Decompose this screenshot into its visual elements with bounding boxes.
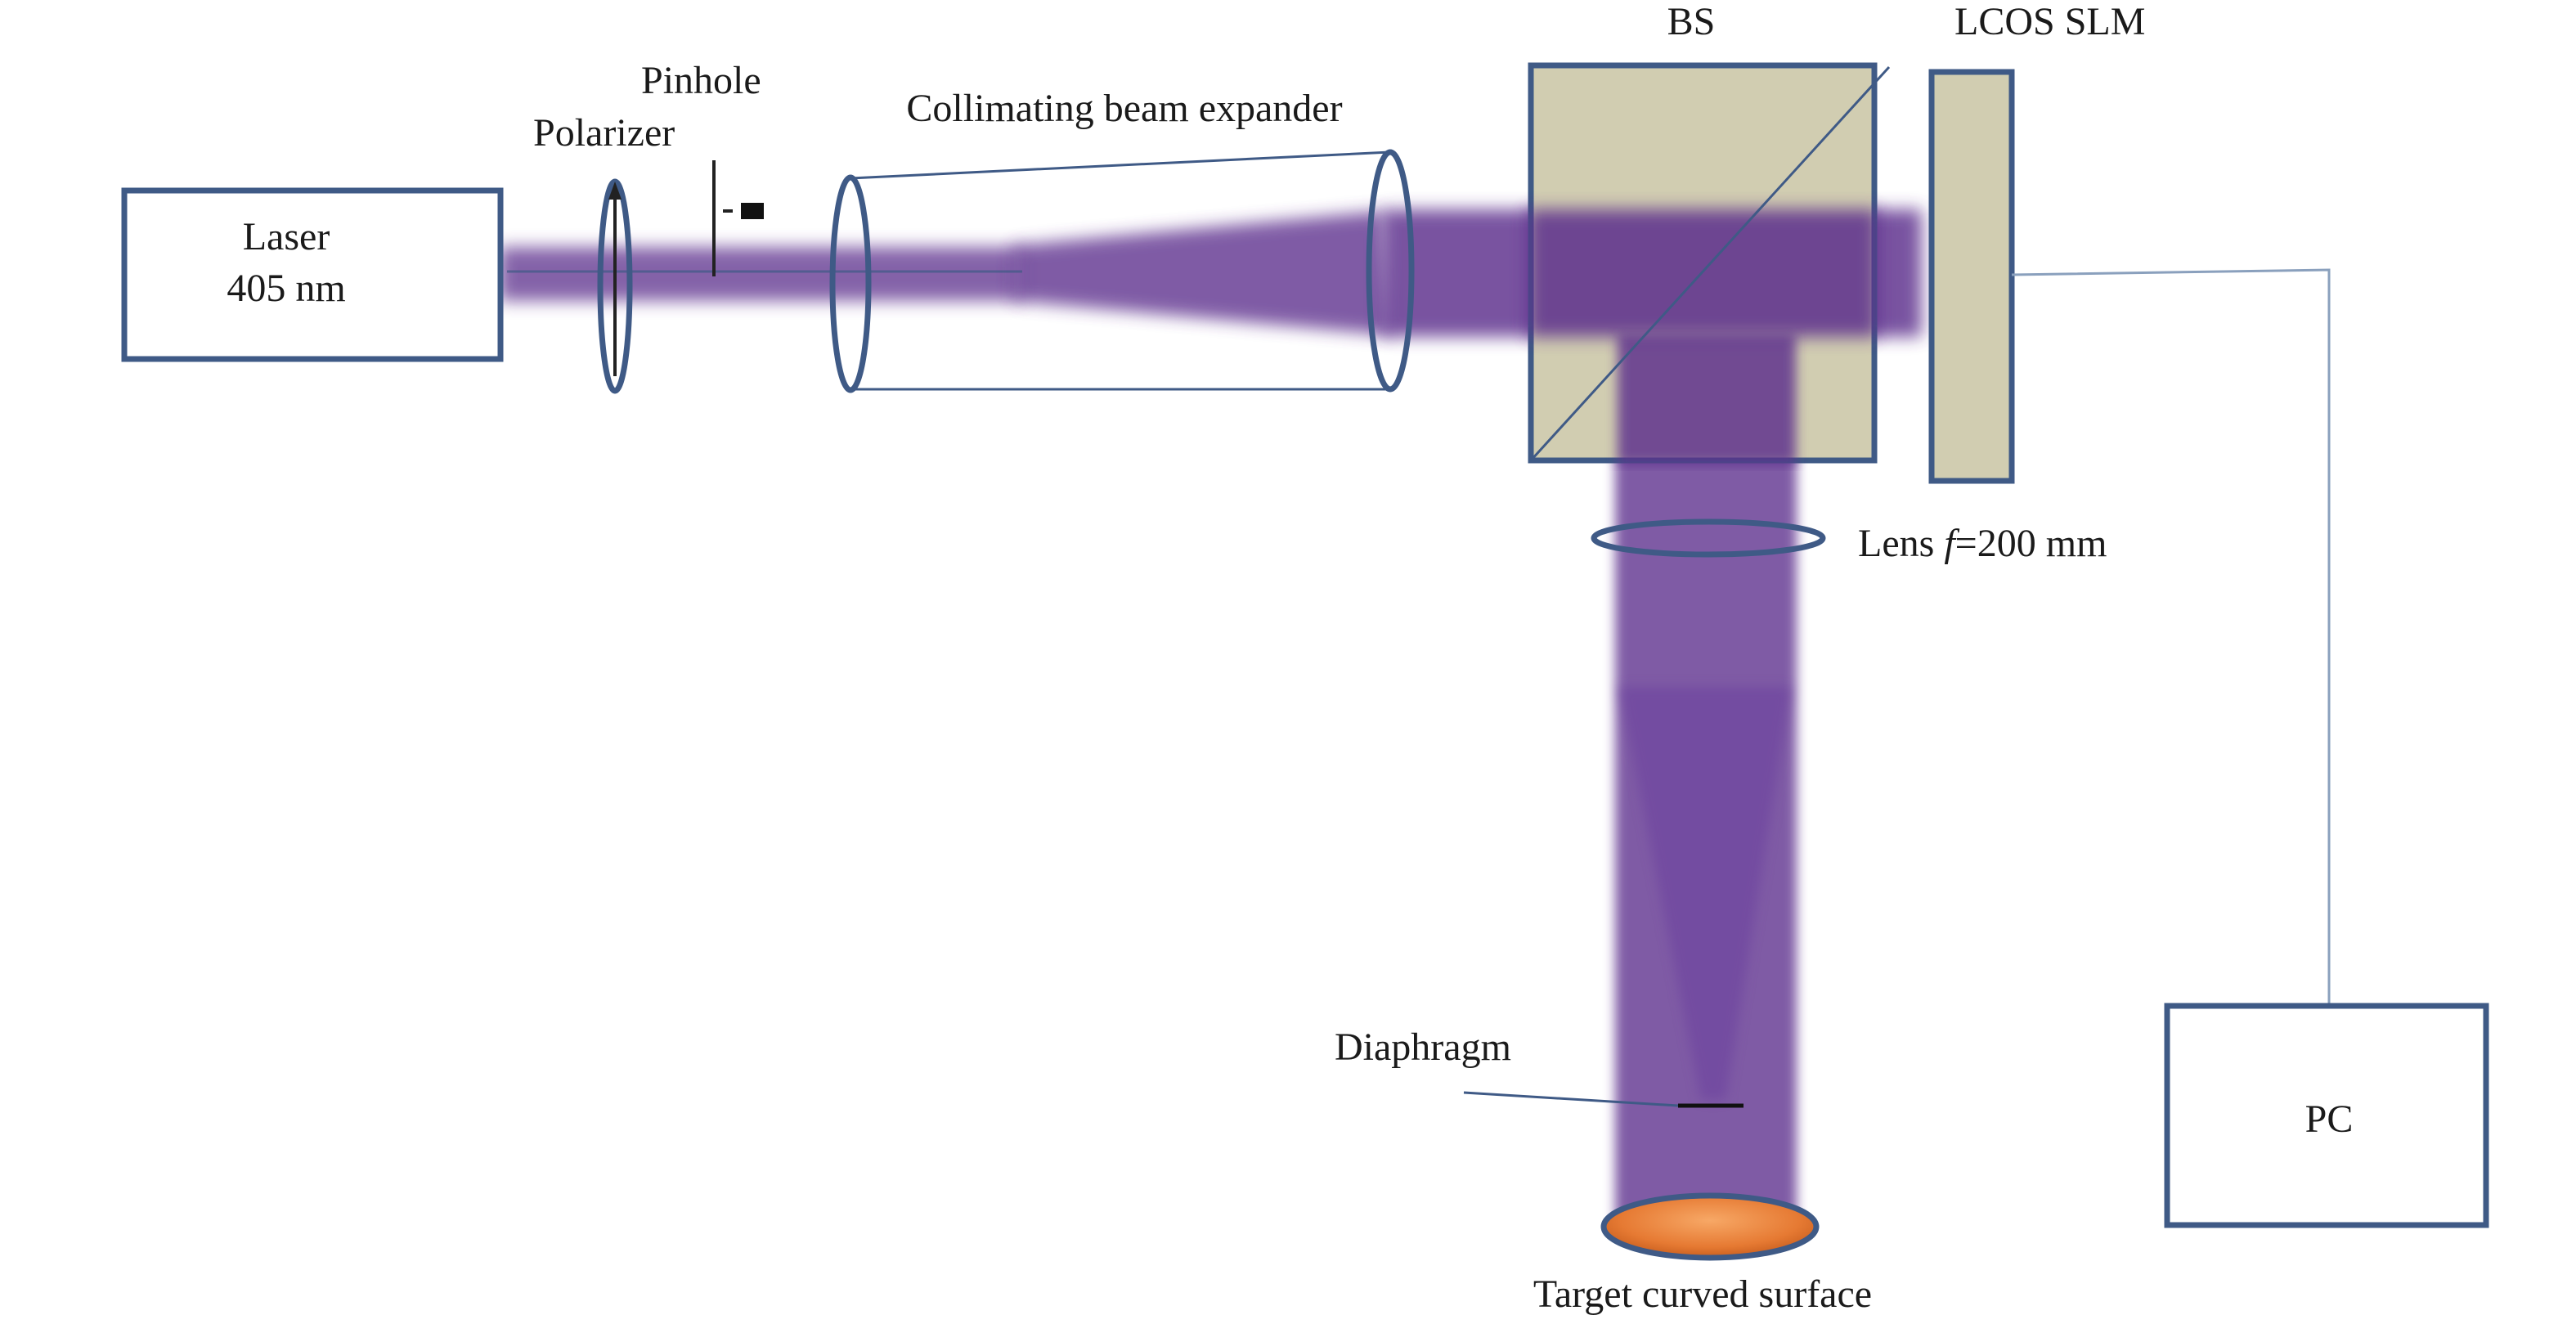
focusing-lens-icon [1591, 518, 1826, 558]
pinhole-label: Pinhole [641, 59, 761, 102]
focusing-lens: Lens f=200 mm [1591, 518, 2107, 565]
collimating-beam-expander: Collimating beam expander [829, 87, 1415, 393]
beam-splitter-diagonal [1529, 65, 1891, 462]
laser-box [121, 187, 504, 362]
diaphragm-label: Diaphragm [1335, 1026, 1511, 1069]
slm-pc-cable [2011, 268, 2331, 1004]
lens-label-prefix: Lens [1858, 522, 1944, 565]
beam-splitter: BS [1528, 0, 1891, 465]
laser-beam [499, 209, 1922, 1221]
lcos-slm-label: LCOS SLM [1954, 0, 2145, 43]
laser-source: Laser 405 nm [121, 187, 504, 362]
diaphragm-leader-line [1463, 1091, 1679, 1107]
diaphragm: Diaphragm [1335, 1026, 1744, 1108]
expander-output-lens-icon [1366, 149, 1415, 393]
lcos-slm: LCOS SLM [1928, 0, 2145, 484]
polarizer: Polarizer [533, 111, 675, 394]
laser-label: Laser [243, 215, 330, 258]
beam-expanding-cone [1014, 211, 1390, 335]
pinhole-aperture-icon [741, 203, 764, 219]
lens-label-suffix: =200 mm [1955, 522, 2107, 565]
expander-input-lens-icon [829, 174, 872, 393]
beam-focusing-cone [1619, 687, 1791, 1100]
expander-top-edge [850, 150, 1391, 180]
target-label: Target curved surface [1533, 1272, 1872, 1316]
pc-label: PC [2305, 1097, 2354, 1141]
lens-label: Lens f=200 mm [1858, 522, 2107, 565]
laser-wavelength-label: 405 nm [227, 267, 345, 310]
pc: PC [2164, 1003, 2489, 1228]
beam-splitter-output [1618, 334, 1796, 465]
slm-panel [1928, 69, 2015, 484]
beam-expander-label: Collimating beam expander [906, 87, 1342, 130]
polarizer-arrow-icon [608, 182, 622, 200]
polarizer-label: Polarizer [533, 111, 675, 155]
pc-box [2164, 1003, 2489, 1228]
bs-label: BS [1667, 0, 1716, 43]
pinhole: Pinhole [641, 59, 764, 276]
beam-thin-segment [499, 247, 1022, 301]
target-curved-surface: Target curved surface [1533, 1192, 1872, 1316]
target-surface-icon [1600, 1192, 1820, 1261]
